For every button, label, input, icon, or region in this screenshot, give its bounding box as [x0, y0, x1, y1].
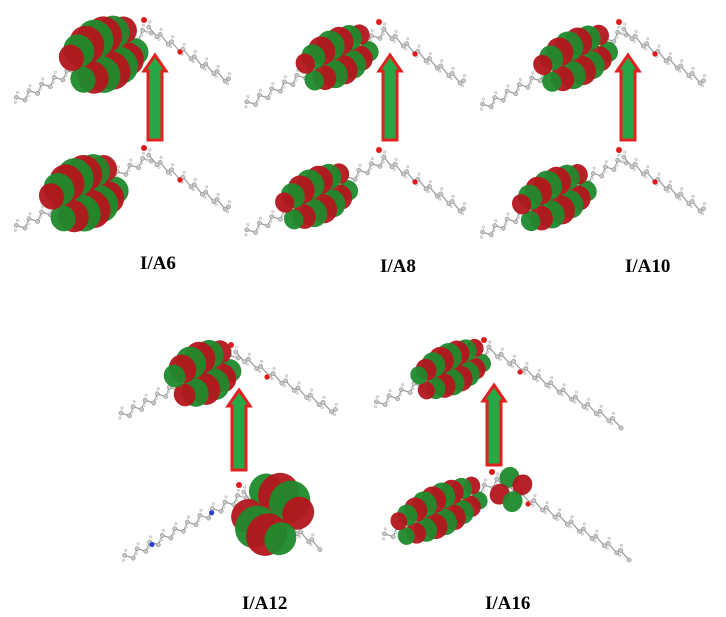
- oxygen-atom: [489, 469, 495, 475]
- homo-structure-a12: [122, 472, 323, 562]
- homo-structure-a16: [381, 466, 632, 563]
- orbital-lobes: [533, 24, 618, 92]
- lumo-structure-a6: [13, 15, 231, 104]
- oxygen-atom: [525, 501, 531, 507]
- orbital-lobes: [38, 154, 129, 233]
- oxygen-atom: [141, 17, 147, 23]
- orbital-lobes: [410, 338, 491, 400]
- panel-label-a10: I/A10: [625, 256, 671, 277]
- panel-label-a12: I/A12: [242, 593, 288, 614]
- oxygen-atom: [376, 19, 382, 25]
- lumo-structure-a8: [244, 19, 466, 109]
- panel-label-a16: I/A16: [485, 593, 531, 614]
- oxygen-atom: [177, 177, 183, 183]
- orbital-lobes: [163, 339, 242, 407]
- orbital-lobes: [231, 472, 315, 556]
- panel-label-a8: I/A8: [380, 256, 416, 277]
- lumo-structure-a10: [480, 19, 706, 111]
- oxygen-atom: [412, 51, 418, 57]
- excitation-arrow-a16: [480, 382, 508, 467]
- oxygen-atom: [652, 179, 658, 185]
- oxygen-atom: [177, 49, 183, 55]
- orbital-lobes: [390, 476, 488, 545]
- lumo-structure-a12: [118, 339, 338, 420]
- nitrogen-atom: [149, 541, 155, 548]
- oxygen-atom: [616, 147, 622, 153]
- oxygen-atom: [481, 337, 487, 343]
- excitation-arrow-a6: [141, 52, 169, 142]
- homo-structure-a6: [13, 145, 231, 233]
- oxygen-atom: [141, 145, 147, 151]
- orbital-lobes: [295, 24, 379, 91]
- homo-structure-a8: [244, 147, 466, 237]
- excitation-arrow-a10: [614, 52, 642, 142]
- homo-structure-a10: [480, 147, 706, 239]
- excitation-arrow-a12: [225, 387, 253, 472]
- excitation-arrow-a8: [376, 52, 404, 142]
- oxygen-atom: [412, 179, 418, 185]
- lumo-structure-a16: [373, 337, 624, 431]
- oxygen-atom: [376, 147, 382, 153]
- oxygen-atom: [616, 19, 622, 25]
- nitrogen-atom: [209, 510, 215, 516]
- oxygen-atom: [236, 482, 242, 488]
- oxygen-atom: [264, 374, 270, 380]
- panel-label-a6: I/A6: [140, 253, 176, 274]
- oxygen-atom: [517, 369, 523, 375]
- orbital-lobes: [489, 466, 533, 513]
- orbital-lobes: [511, 164, 597, 232]
- orbital-lobes: [58, 15, 149, 94]
- oxygen-atom: [652, 51, 658, 57]
- orbital-lobes: [275, 163, 359, 230]
